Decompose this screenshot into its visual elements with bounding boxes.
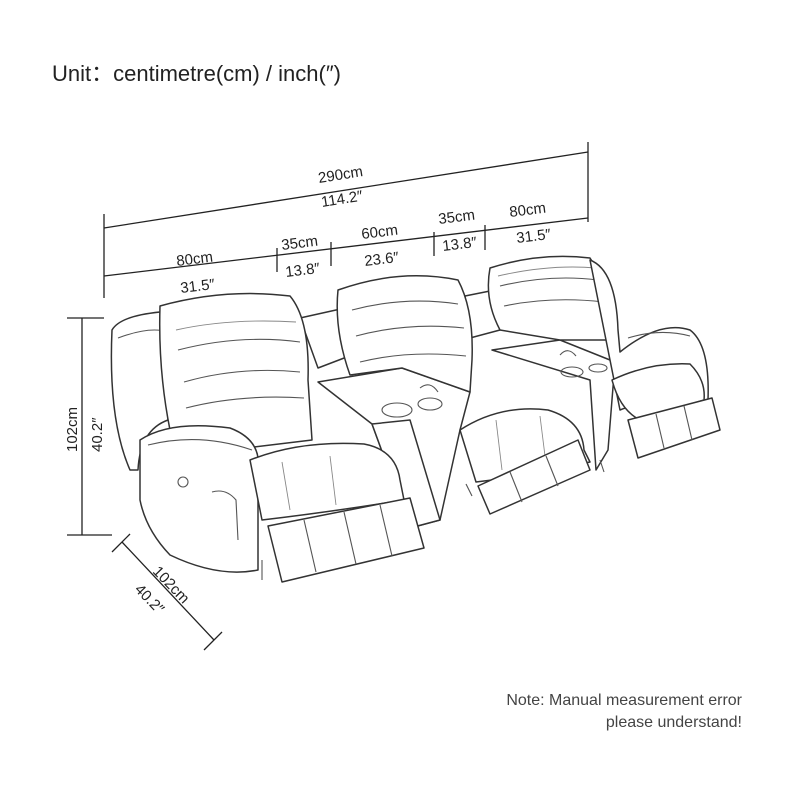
measurement-note: Note: Manual measurement error please un…: [506, 690, 742, 734]
seat-middle-in: 23.6″: [363, 249, 400, 270]
unit-label: Unit：centimetre(cm) / inch(″): [52, 61, 341, 86]
seat-right-cm: 80cm: [508, 200, 546, 221]
height-dimension: [67, 317, 112, 536]
console-left-in: 13.8″: [284, 260, 321, 281]
total-width-cm: 290cm: [317, 163, 364, 187]
sofa-illustration: [110, 255, 721, 583]
console-right-in: 13.8″: [441, 234, 478, 255]
console-left-cm: 35cm: [280, 233, 318, 254]
seat-middle-cm: 60cm: [360, 222, 398, 243]
seat-left-in: 31.5″: [179, 276, 216, 297]
height-in: 40.2″: [89, 417, 106, 452]
seat-left-cm: 80cm: [175, 249, 213, 270]
console-right-cm: 35cm: [437, 207, 475, 228]
depth-dimension: [111, 533, 223, 651]
note-line-1: Note: Manual measurement error: [506, 692, 742, 709]
note-line-2: please understand!: [605, 714, 742, 731]
height-cm: 102cm: [64, 407, 81, 452]
total-width-in: 114.2″: [320, 188, 365, 211]
seat-right-in: 31.5″: [515, 226, 552, 247]
segment-dimension-line: [103, 217, 589, 277]
total-width-dimension: [103, 142, 589, 298]
